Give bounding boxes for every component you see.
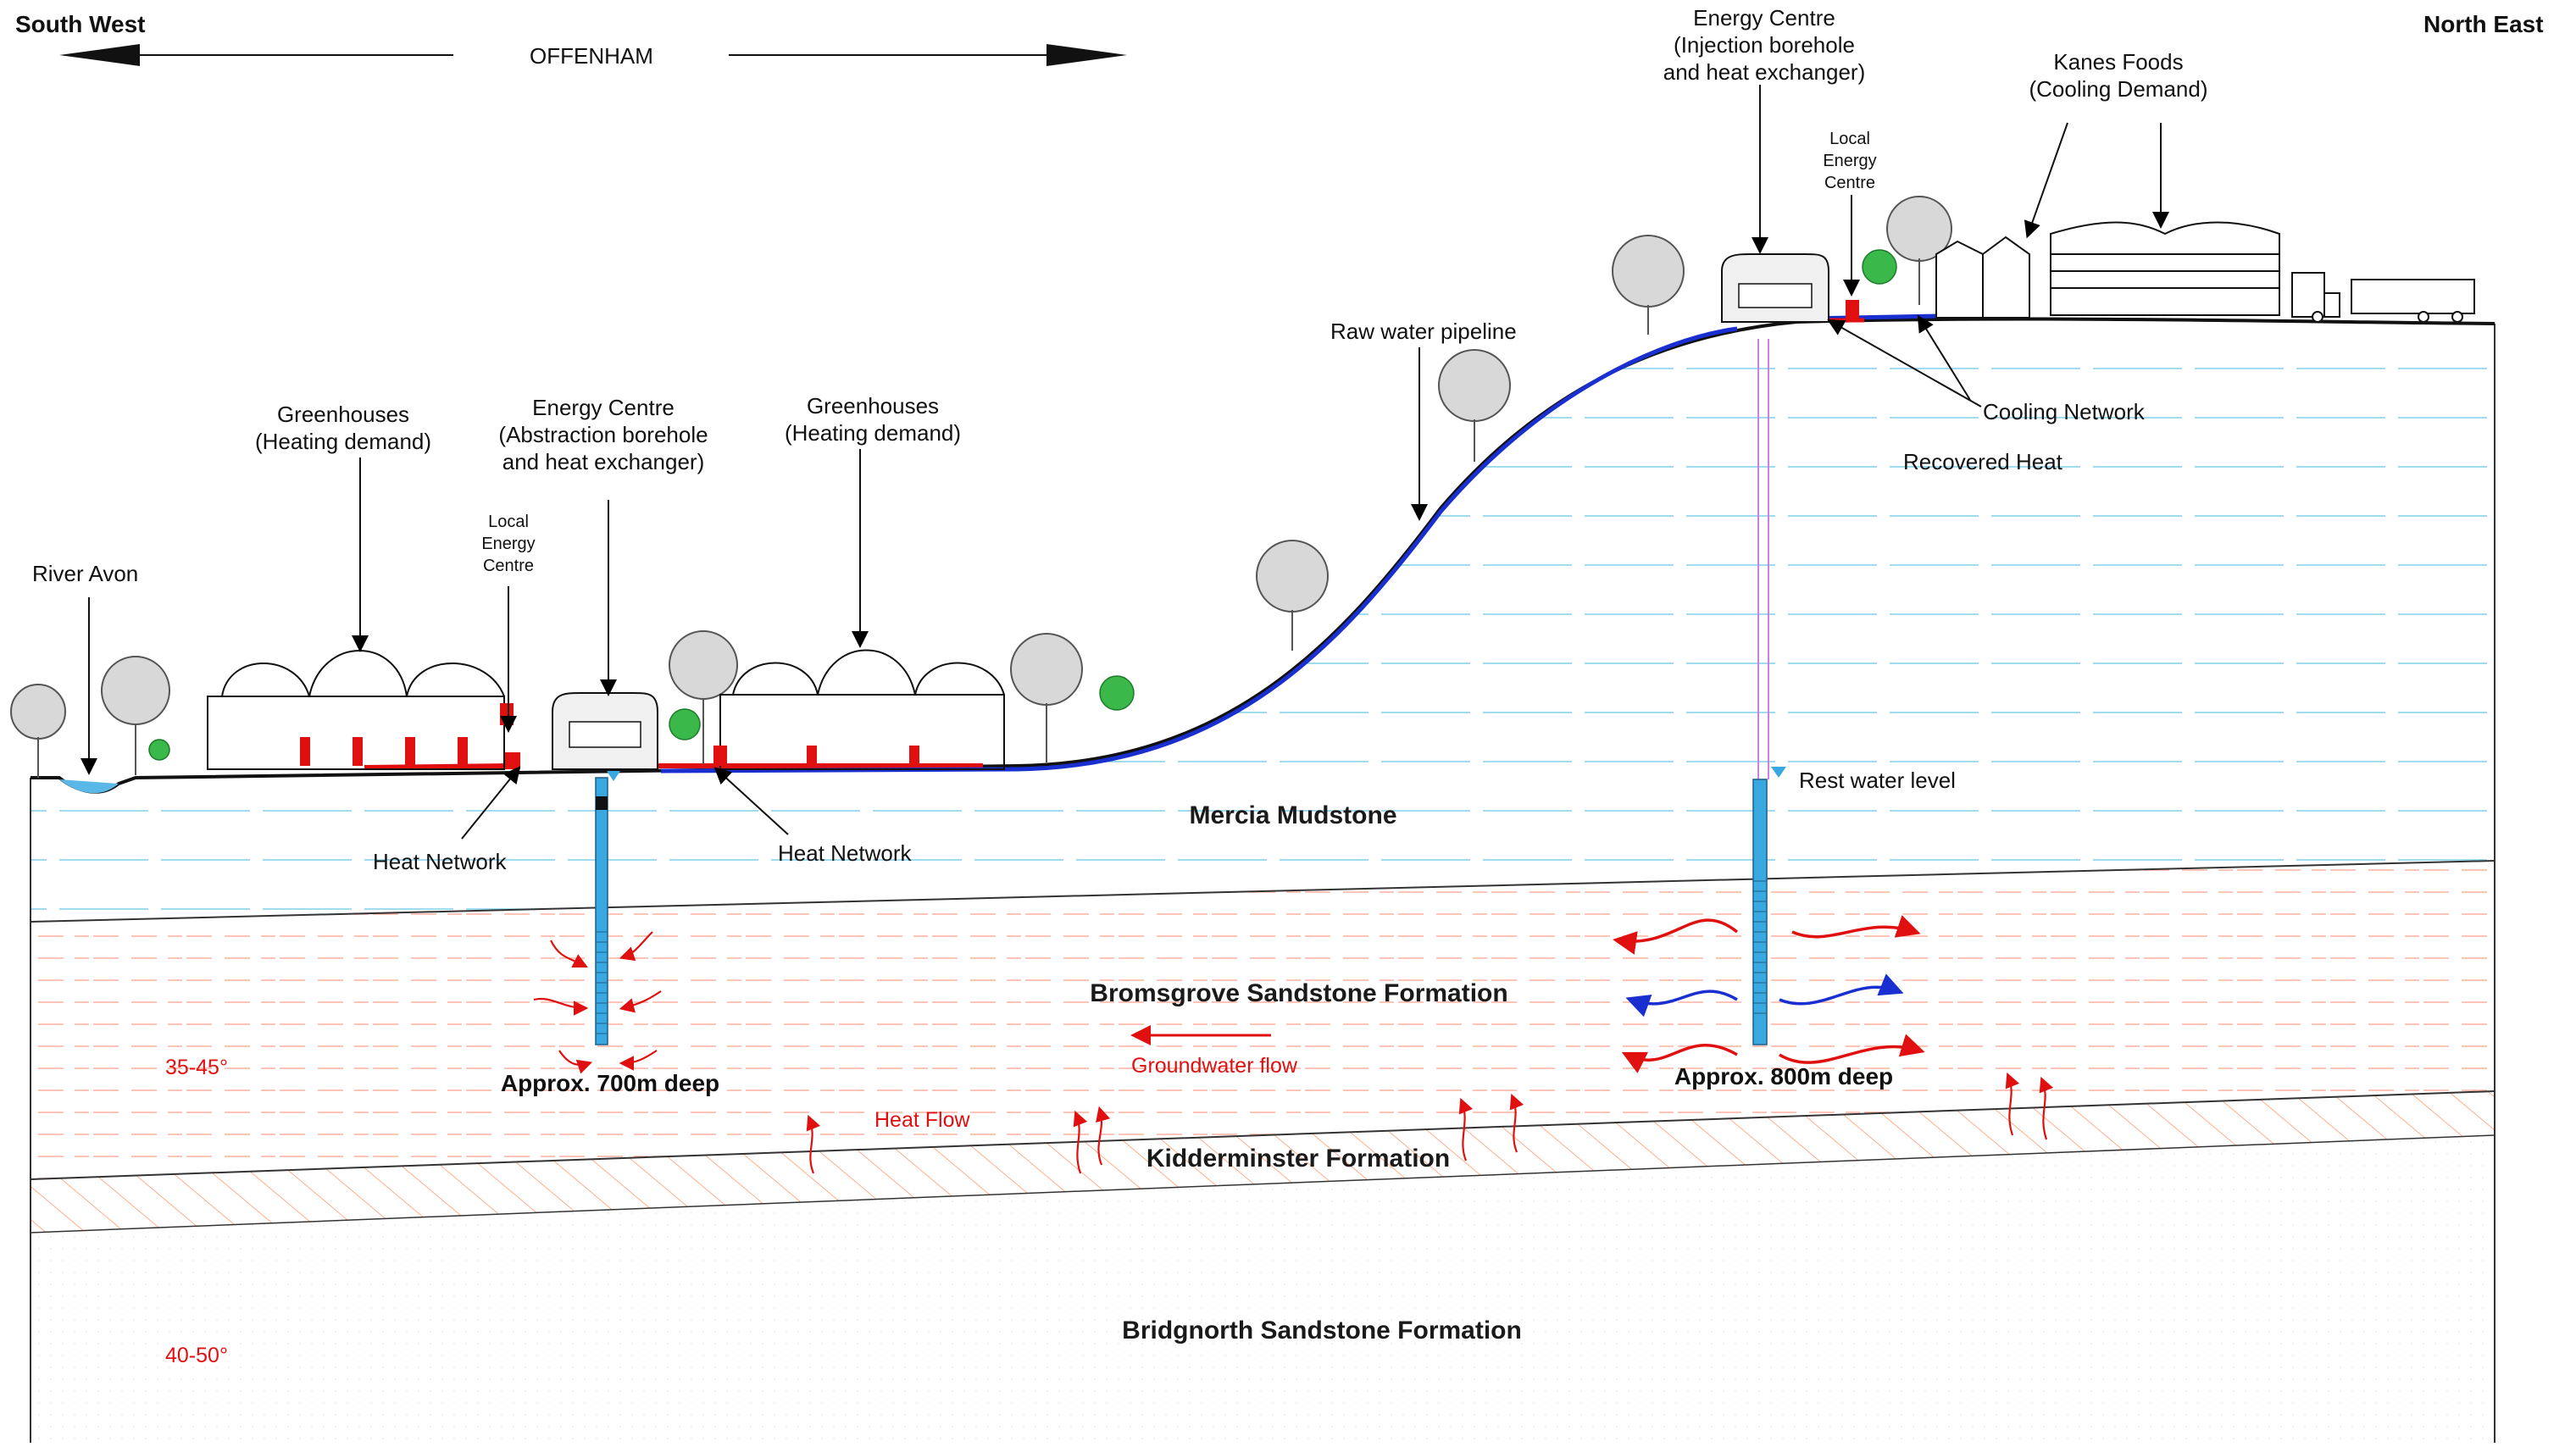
greenhouse-2-icon [719, 649, 1005, 770]
greenhouse-1-plants [300, 703, 514, 766]
energy-centre-1-icon [505, 692, 658, 770]
callout-arrows [80, 85, 2169, 840]
river-water [59, 779, 119, 794]
truck-icon [2291, 272, 2475, 323]
compass-left-label: South West [15, 11, 145, 37]
energy-centre-2-line2: (Injection borehole [1674, 32, 1855, 58]
rest-water-label: Rest water level [1799, 768, 1956, 793]
tree-icons [10, 196, 1952, 778]
temperature-range-1: 35-45° [165, 1056, 228, 1079]
local-energy-2-line2: Energy [1823, 152, 1876, 170]
local-energy-2-line1: Local [1829, 130, 1870, 148]
energy-centre-1-line2: (Abstraction borehole [498, 422, 708, 447]
heat-network-2-label: Heat Network [778, 840, 912, 866]
local-energy-2-line3: Centre [1824, 174, 1875, 192]
raw-water-pipeline [660, 326, 1738, 773]
local-energy-1-line1: Local [488, 513, 529, 531]
greenhouse-2-plants [713, 746, 919, 768]
compass-arrow [59, 44, 1127, 66]
local-energy-1-line3: Centre [483, 557, 534, 575]
abstraction-water-level-icon [607, 771, 620, 781]
energy-centre-2-line3: and heat exchanger) [1663, 59, 1866, 85]
recovered-heat-label: Recovered Heat [1903, 449, 2063, 474]
heat-inflow-arrows [533, 931, 662, 1074]
energy-centre-2-title: Energy Centre [1693, 5, 1835, 30]
local-energy-1-line2: Energy [481, 535, 535, 553]
shrub-icons [148, 249, 1897, 761]
heat-flow-arrows [806, 1072, 2054, 1174]
greenhouses-1-subtitle: (Heating demand) [255, 429, 431, 454]
bromsgrove-layer [31, 861, 2495, 1179]
greenhouse-1-icon [207, 650, 505, 770]
bromsgrove-label: Bromsgrove Sandstone Formation [1090, 979, 1507, 1007]
river-label: River Avon [32, 561, 138, 586]
heat-network-pipe-1 [364, 763, 509, 770]
abstraction-borehole [595, 777, 608, 1045]
temperature-range-2: 40-50° [165, 1344, 228, 1367]
greenhouses-1-title: Greenhouses [277, 402, 409, 427]
depth-800-label: Approx. 800m deep [1674, 1063, 1893, 1089]
greenhouses-2-subtitle: (Heating demand) [785, 420, 961, 446]
compass-right-label: North East [2423, 11, 2544, 37]
energy-centre-2-icon [1721, 253, 1859, 323]
abstraction-screen [596, 931, 608, 1034]
kanes-foods-buildings [1935, 221, 2280, 319]
kidderminster-label: Kidderminster Formation [1146, 1145, 1450, 1173]
greenhouses-2-title: Greenhouses [807, 393, 939, 419]
energy-centre-1-title: Energy Centre [532, 395, 675, 420]
rest-water-level-icon [1771, 767, 1786, 778]
cooling-network-label: Cooling Network [1983, 399, 2146, 424]
heat-flow-label: Heat Flow [874, 1108, 970, 1132]
mercia-label: Mercia Mudstone [1189, 801, 1396, 829]
raw-pipeline-label: Raw water pipeline [1330, 319, 1517, 344]
injection-screen [1753, 880, 1767, 1014]
energy-centre-1-line3: and heat exchanger) [502, 449, 705, 474]
bridgnorth-layer [31, 1135, 2495, 1443]
bridgnorth-label: Bridgnorth Sandstone Formation [1122, 1317, 1522, 1344]
groundwater-flow-label: Groundwater flow [1131, 1054, 1298, 1078]
injection-outflow-arrows [1613, 915, 1925, 1073]
compass-center-label: OFFENHAM [530, 43, 653, 69]
kanes-subtitle: (Cooling Demand) [2029, 76, 2208, 102]
heat-network-1-label: Heat Network [373, 849, 507, 874]
kanes-title: Kanes Foods [2053, 49, 2183, 75]
depth-700-label: Approx. 700m deep [501, 1070, 719, 1096]
kidderminster-hatch [31, 1091, 2495, 1233]
